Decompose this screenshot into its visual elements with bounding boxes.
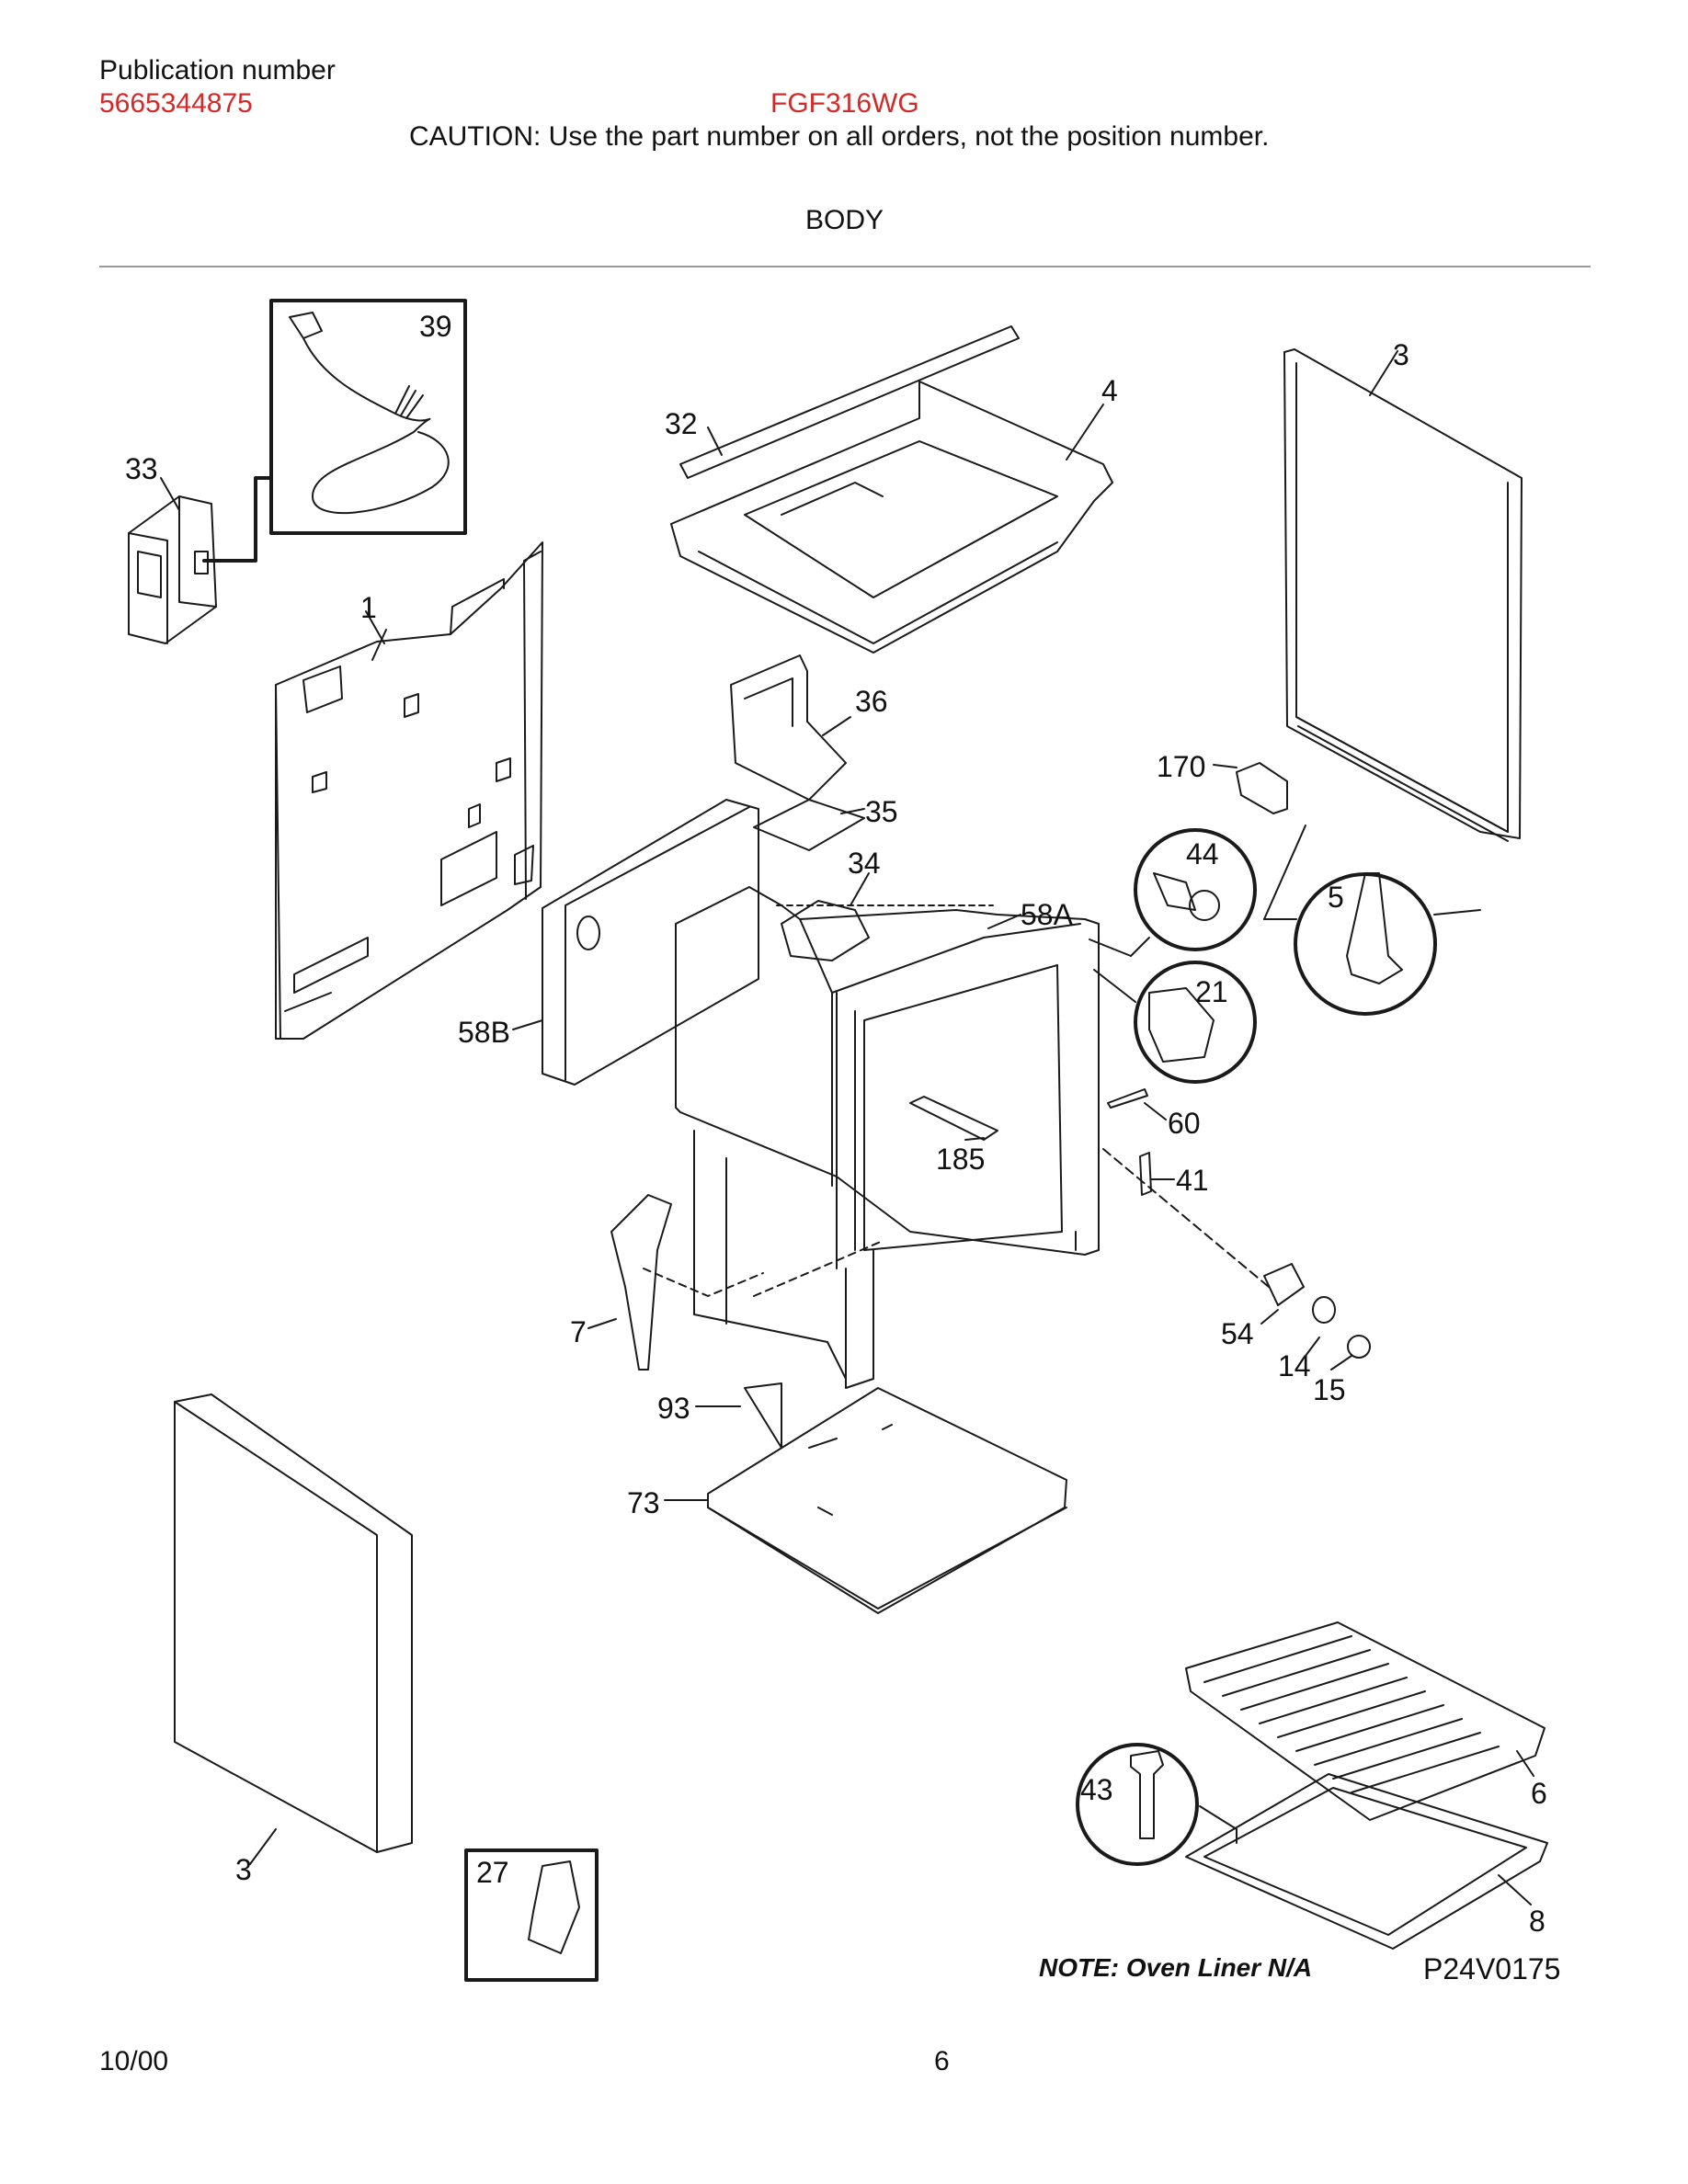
oven-light-part xyxy=(1263,1263,1371,1359)
oven-tray-part xyxy=(1185,1773,1548,1950)
callout-3-left: 3 xyxy=(235,1853,252,1886)
oven-liner-note: NOTE: Oven Liner N/A xyxy=(1039,1953,1313,1982)
callout-33: 33 xyxy=(125,452,158,485)
callout-leaders xyxy=(160,350,1534,1905)
power-cord-part xyxy=(269,299,467,535)
detail-circle-44 xyxy=(1134,828,1257,951)
callout-73: 73 xyxy=(627,1486,660,1519)
junction-box-part xyxy=(128,495,217,644)
oven-cavity-part xyxy=(643,886,1100,1389)
detail-circle-5 xyxy=(1294,872,1437,1016)
callout-43: 43 xyxy=(1080,1773,1113,1806)
diagram-code: P24V0175 xyxy=(1423,1952,1561,1985)
callout-5: 5 xyxy=(1328,881,1344,914)
detail-circle-43 xyxy=(1076,1743,1199,1866)
callout-35: 35 xyxy=(865,795,898,828)
section-title: BODY xyxy=(805,205,884,235)
callout-58b: 58B xyxy=(458,1016,510,1049)
callout-60: 60 xyxy=(1168,1107,1201,1140)
callout-32: 32 xyxy=(665,407,698,440)
publication-label: Publication number xyxy=(99,55,336,85)
clip-41-part xyxy=(1139,1152,1152,1196)
detail-circle-21 xyxy=(1134,961,1257,1084)
light-bracket-part xyxy=(909,1096,998,1141)
oven-rack-part xyxy=(1185,1621,1545,1821)
cord-leader xyxy=(202,476,273,563)
top-panel-part xyxy=(670,381,1113,654)
callout-39: 39 xyxy=(419,310,452,343)
vent-duct-part xyxy=(730,654,865,851)
callout-44: 44 xyxy=(1186,837,1219,870)
model-number: FGF316WG xyxy=(770,88,919,119)
callout-93: 93 xyxy=(657,1392,690,1425)
caution-text: CAUTION: Use the part number on all orde… xyxy=(409,121,1270,152)
callout-4: 4 xyxy=(1101,374,1118,407)
side-insulation-part xyxy=(542,799,759,1086)
callout-15: 15 xyxy=(1313,1373,1346,1406)
callout-3-right: 3 xyxy=(1393,338,1409,371)
footer-date: 10/00 xyxy=(99,2046,169,2076)
door-hinge-part xyxy=(610,1194,672,1371)
clip-27-box xyxy=(464,1848,599,1982)
publication-number: 5665344875 xyxy=(99,88,253,119)
callout-41: 41 xyxy=(1176,1164,1209,1197)
callout-34: 34 xyxy=(848,847,881,880)
callout-1: 1 xyxy=(360,591,377,624)
callout-8: 8 xyxy=(1529,1905,1545,1938)
bracket-93-part xyxy=(744,1382,782,1449)
callout-14: 14 xyxy=(1278,1349,1311,1382)
light-dash-line xyxy=(1102,1148,1270,1288)
callout-6: 6 xyxy=(1531,1777,1547,1810)
callout-58a: 58A xyxy=(1021,898,1074,931)
callout-170: 170 xyxy=(1157,750,1205,783)
back-panel-part xyxy=(275,541,543,1040)
right-side-panel-part xyxy=(1283,348,1523,842)
callout-185: 185 xyxy=(936,1143,985,1176)
callout-labels: 39 33 1 32 4 3 36 35 34 170 44 5 58A 21 … xyxy=(125,310,1547,1938)
left-side-panel-part xyxy=(174,1393,413,1853)
burner-box-part xyxy=(781,900,870,961)
top-strip-part xyxy=(679,325,1020,479)
clip-60-part xyxy=(1107,1088,1148,1109)
callout-54: 54 xyxy=(1221,1317,1254,1350)
callout-27: 27 xyxy=(476,1856,509,1889)
bottom-panel-part xyxy=(707,1387,1067,1614)
bracket-170-part xyxy=(1236,762,1288,814)
callout-36: 36 xyxy=(855,685,888,718)
header-divider xyxy=(99,266,1591,267)
callout-7: 7 xyxy=(570,1315,587,1348)
page-number: 6 xyxy=(934,2046,950,2076)
callout-21: 21 xyxy=(1195,975,1228,1008)
